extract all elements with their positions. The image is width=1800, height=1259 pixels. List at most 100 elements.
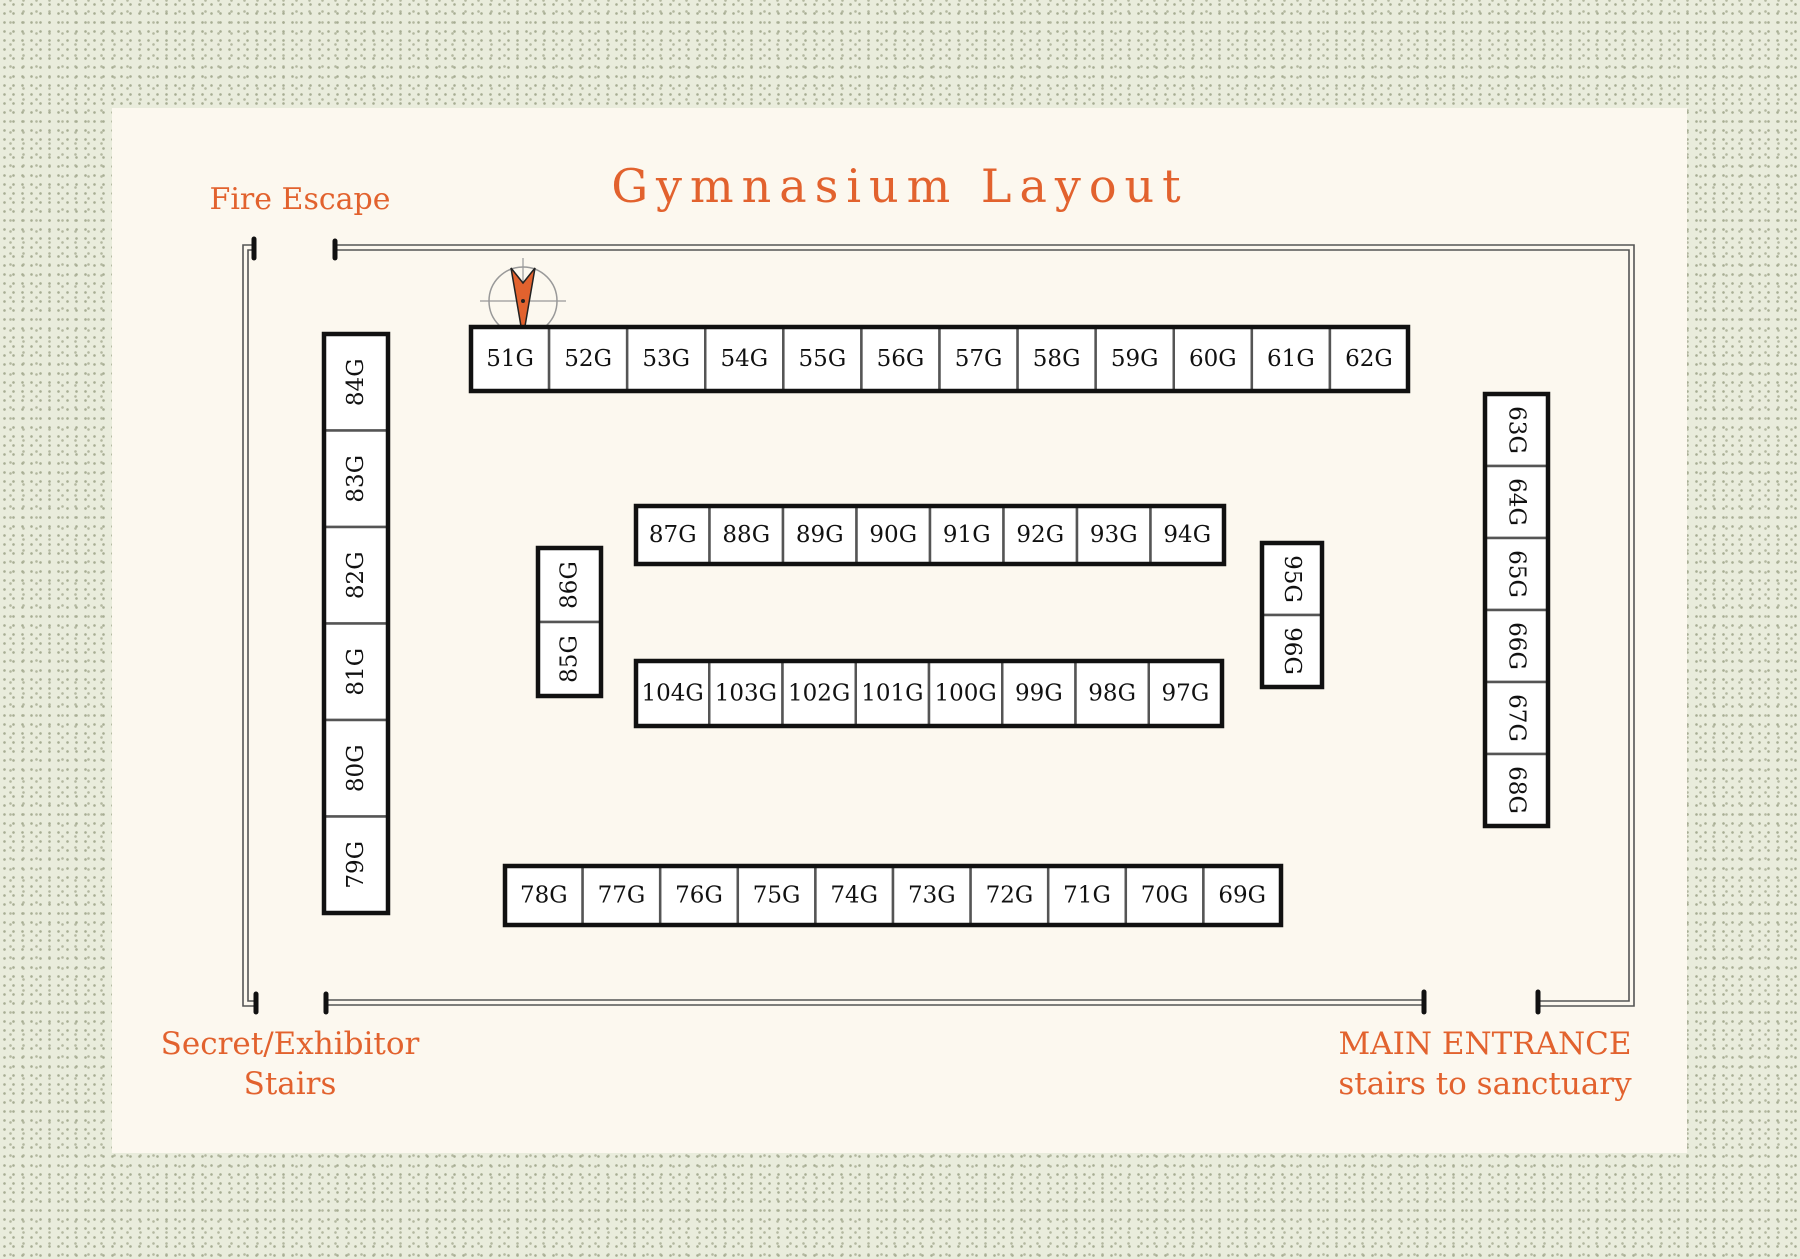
booth-62G[interactable]: 62G — [1328, 325, 1410, 393]
booth-100G[interactable]: 100G — [927, 659, 1004, 728]
booth-53G[interactable]: 53G — [625, 325, 707, 393]
booth-block-outline — [633, 503, 1227, 567]
booth-79G[interactable]: 79G — [322, 815, 390, 915]
main-entrance-label: MAIN ENTRANCE stairs to sanctuary — [1320, 1024, 1650, 1104]
booth-71G[interactable]: 71G — [1046, 864, 1128, 927]
booth-66G[interactable]: 66G — [1483, 608, 1550, 684]
booth-label: 99G — [1015, 681, 1063, 707]
booth-58G[interactable]: 58G — [1016, 325, 1097, 393]
wall-top — [336, 244, 1635, 1007]
booth-104G[interactable]: 104G — [634, 659, 711, 728]
booth-label: 91G — [943, 522, 991, 548]
booth-label: 83G — [343, 455, 369, 503]
booth-96G[interactable]: 96G — [1260, 613, 1324, 689]
booth-label: 86G — [557, 561, 583, 609]
booth-64G[interactable]: 64G — [1483, 464, 1550, 540]
main-entrance-line2: stairs to sanctuary — [1338, 1066, 1632, 1102]
booth-87G[interactable]: 87G — [634, 504, 711, 566]
booth-101G[interactable]: 101G — [854, 659, 931, 728]
booth-59G[interactable]: 59G — [1094, 325, 1175, 393]
booth-88G[interactable]: 88G — [708, 504, 785, 566]
booth-92G[interactable]: 92G — [1002, 504, 1079, 566]
booth-72G[interactable]: 72G — [969, 864, 1050, 927]
booth-label: 82G — [343, 551, 369, 599]
booth-label: 72G — [986, 883, 1034, 909]
booth-61G[interactable]: 61G — [1250, 325, 1332, 393]
booth-label: 62G — [1345, 346, 1393, 372]
booth-97G[interactable]: 97G — [1147, 659, 1224, 728]
booth-55G[interactable]: 55G — [782, 325, 863, 393]
booth-84G[interactable]: 84G — [322, 332, 390, 432]
booth-74G[interactable]: 74G — [814, 864, 895, 927]
booth-75G[interactable]: 75G — [736, 864, 817, 927]
booth-label: 69G — [1218, 883, 1266, 909]
booth-label: 55G — [799, 346, 847, 372]
booth-73G[interactable]: 73G — [891, 864, 972, 927]
booth-69G[interactable]: 69G — [1202, 864, 1283, 927]
booth-103G[interactable]: 103G — [708, 659, 784, 728]
booth-label: 52G — [564, 346, 612, 372]
booth-70G[interactable]: 70G — [1124, 864, 1205, 927]
booth-60G[interactable]: 60G — [1172, 325, 1254, 393]
booth-label: 103G — [715, 681, 777, 707]
booth-90G[interactable]: 90G — [855, 504, 932, 566]
booth-95G[interactable]: 95G — [1260, 541, 1324, 617]
booth-78G[interactable]: 78G — [503, 864, 584, 927]
booth-93G[interactable]: 93G — [1075, 504, 1152, 566]
booth-94G[interactable]: 94G — [1149, 504, 1226, 566]
booth-83G[interactable]: 83G — [322, 429, 390, 529]
booth-label: 68G — [1504, 766, 1530, 814]
booth-85G[interactable]: 85G — [536, 620, 603, 698]
fire-escape-label: Fire Escape — [209, 182, 391, 217]
booth-block-outline — [535, 545, 604, 699]
booth-81G[interactable]: 81G — [322, 622, 390, 722]
booth-cell — [1250, 325, 1332, 393]
booth-65G[interactable]: 65G — [1483, 536, 1550, 612]
booth-cell — [854, 659, 931, 728]
booth-51G[interactable]: 51G — [469, 325, 551, 393]
booth-54G[interactable]: 54G — [704, 325, 785, 393]
booth-cell — [322, 332, 390, 432]
booth-block-outline — [1259, 540, 1325, 690]
booth-label: 66G — [1504, 622, 1530, 670]
booth-77G[interactable]: 77G — [581, 864, 662, 927]
booth-label: 65G — [1504, 550, 1530, 598]
booth-label: 88G — [722, 522, 770, 548]
booth-91G[interactable]: 91G — [928, 504, 1005, 566]
booth-89G[interactable]: 89G — [781, 504, 858, 566]
booth-label: 98G — [1088, 681, 1136, 707]
booth-63G[interactable]: 63G — [1483, 392, 1550, 468]
booth-label: 57G — [955, 346, 1003, 372]
booth-label: 60G — [1189, 346, 1237, 372]
booth-cell — [1046, 864, 1128, 927]
booth-82G[interactable]: 82G — [322, 525, 390, 625]
booth-98G[interactable]: 98G — [1074, 659, 1150, 728]
booth-label: 92G — [1016, 522, 1064, 548]
booth-label: 102G — [788, 681, 850, 707]
booth-label: 56G — [877, 346, 925, 372]
booth-80G[interactable]: 80G — [322, 718, 390, 818]
booth-cell — [1483, 680, 1550, 756]
booth-cell — [1202, 864, 1283, 927]
booth-86G[interactable]: 86G — [536, 546, 603, 624]
booth-68G[interactable]: 68G — [1483, 752, 1550, 828]
booth-102G[interactable]: 102G — [781, 659, 857, 728]
booth-67G[interactable]: 67G — [1483, 680, 1550, 756]
booth-56G[interactable]: 56G — [860, 325, 941, 393]
booth-block-outline — [1482, 391, 1551, 829]
booth-label: 89G — [796, 522, 844, 548]
booth-label: 84G — [343, 358, 369, 406]
gym-walls — [242, 244, 1635, 1007]
booth-57G[interactable]: 57G — [938, 325, 1019, 393]
booth-99G[interactable]: 99G — [1001, 659, 1077, 728]
booth-label: 78G — [520, 883, 568, 909]
booth-76G[interactable]: 76G — [658, 864, 740, 927]
booth-52G[interactable]: 52G — [547, 325, 629, 393]
